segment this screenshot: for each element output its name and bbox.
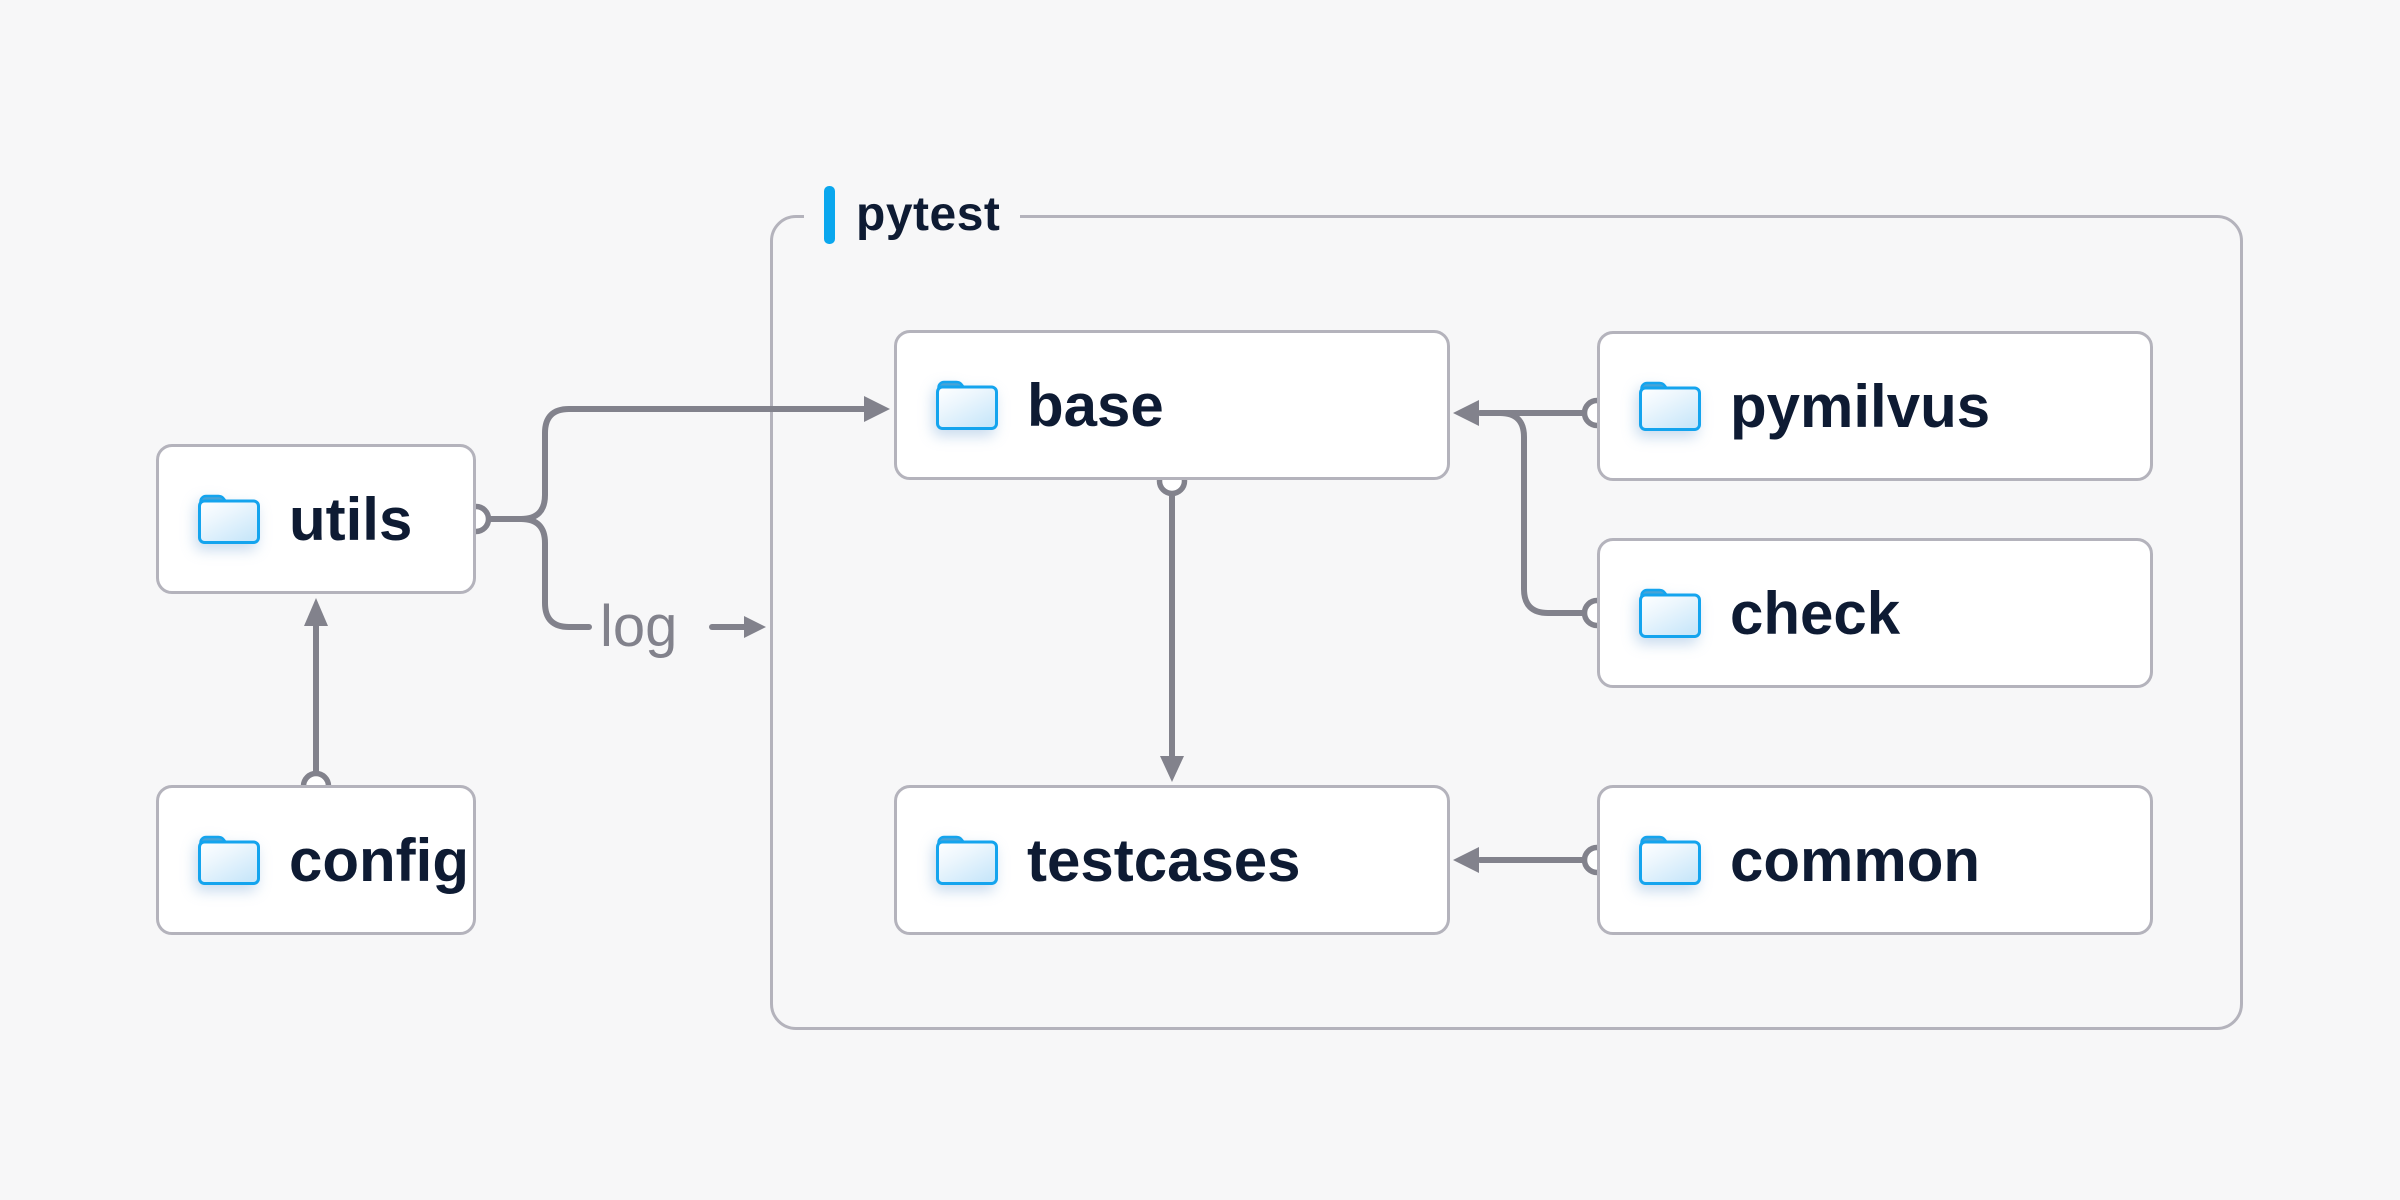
node-config: config <box>156 785 476 935</box>
edge-label-log: log <box>600 594 678 659</box>
node-label: testcases <box>1027 826 1301 894</box>
edge-common-to-testcases <box>1453 844 1613 876</box>
folder-icon <box>1638 834 1702 886</box>
edge-utils-to-log <box>518 516 766 638</box>
node-label: config <box>289 826 469 894</box>
folder-icon <box>1638 380 1702 432</box>
node-label: utils <box>289 485 413 553</box>
arrowhead <box>744 616 766 638</box>
folder-icon <box>197 493 261 545</box>
arrowhead <box>1453 847 1479 873</box>
node-common: common <box>1597 785 2153 935</box>
arrowhead <box>1160 756 1184 782</box>
folder-icon <box>935 834 999 886</box>
arrowhead <box>1453 400 1479 426</box>
folder-icon <box>935 379 999 431</box>
node-label: common <box>1730 826 1981 894</box>
pytest-group-box <box>770 215 2243 1030</box>
node-label: base <box>1027 371 1164 439</box>
folder-icon <box>197 834 261 886</box>
node-testcases: testcases <box>894 785 1450 935</box>
edge-utils-to-base <box>460 396 890 535</box>
folder-icon <box>1638 587 1702 639</box>
node-label: check <box>1730 579 1901 647</box>
edge-pymilvus-to-base <box>1453 397 1613 429</box>
node-check: check <box>1597 538 2153 688</box>
pytest-group-label: pytest <box>804 186 1021 244</box>
pytest-group-title: pytest <box>856 188 1001 241</box>
edge-line <box>486 406 869 522</box>
edge-line <box>1479 410 1587 616</box>
node-base: base <box>894 330 1450 480</box>
edge-line <box>518 516 592 630</box>
node-label: pymilvus <box>1730 372 1991 440</box>
edge-base-to-testcases <box>1156 465 1188 782</box>
edge-config-to-utils <box>300 598 332 802</box>
edge-check-to-base <box>1479 410 1613 629</box>
accent-bar <box>824 186 835 244</box>
node-utils: utils <box>156 444 476 594</box>
arrowhead <box>304 598 328 626</box>
arrowhead <box>864 396 890 422</box>
node-pymilvus: pymilvus <box>1597 331 2153 481</box>
